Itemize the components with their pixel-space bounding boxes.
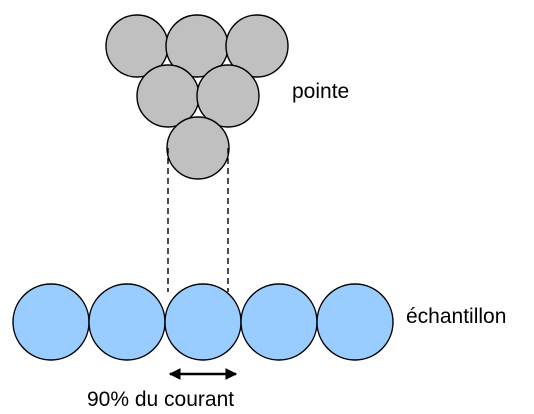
tip-atom [166,116,230,180]
projection-lines [167,148,229,292]
tip-atoms [105,14,289,180]
sample-atom [316,283,394,361]
sample-atom [164,283,242,361]
sample-atom [12,283,90,361]
tip-atom [225,14,289,78]
current-label: 90% du courant [87,388,234,411]
tip-atom [196,64,260,128]
sample-atom [240,283,318,361]
sample-atoms [12,283,394,361]
sample-label: échantillon [406,305,506,328]
sample-atom [88,283,166,361]
tip-label: pointe [292,80,349,103]
